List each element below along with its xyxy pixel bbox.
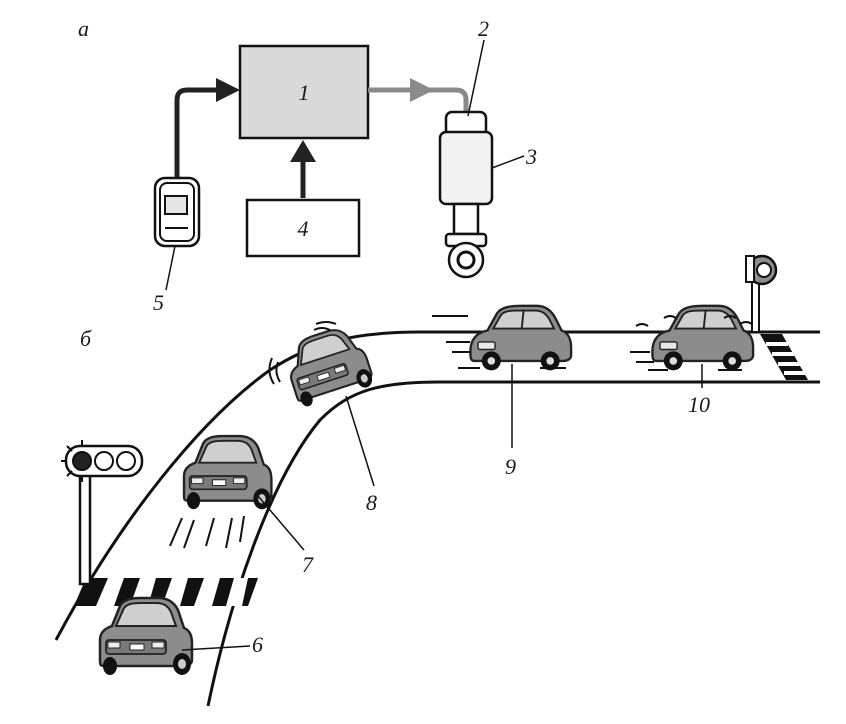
remote-callout-line xyxy=(165,245,176,291)
remote-callout: 5 xyxy=(153,290,164,315)
car-6-callout-line xyxy=(181,645,251,651)
car-icon xyxy=(469,304,573,372)
car-6-callout: 6 xyxy=(252,632,263,657)
controller-to-damper-line xyxy=(368,87,469,112)
cable-callout: 2 xyxy=(478,16,489,41)
panel-b-label: б xyxy=(80,326,92,351)
sensor-block xyxy=(245,198,361,258)
car-icon xyxy=(98,596,194,677)
damper-callout-line xyxy=(491,155,525,169)
panel-a: а 1 4 5 xyxy=(78,16,537,315)
car-8-callout: 8 xyxy=(366,490,377,515)
car-10-callout: 10 xyxy=(688,392,710,417)
car-9-callout: 9 xyxy=(505,454,516,479)
damper-callout: 3 xyxy=(525,144,537,169)
road-edge-inner xyxy=(206,380,820,707)
car-7-callout-line xyxy=(257,495,305,551)
panel-b: б xyxy=(54,254,820,707)
shock-absorber-icon xyxy=(438,110,494,279)
sensor-block-label: 4 xyxy=(298,216,309,241)
car-8-callout-line xyxy=(345,395,375,487)
controller-block xyxy=(238,44,370,140)
motion-lines-car-10 xyxy=(630,315,753,371)
cable-callout-line xyxy=(467,39,485,117)
crosswalk-far xyxy=(760,334,808,380)
car-7-callout: 7 xyxy=(302,552,314,577)
motion-lines-car-8 xyxy=(268,321,337,385)
traffic-light-icon xyxy=(61,440,144,586)
sensor-to-controller-arrowhead xyxy=(290,140,316,162)
motion-lines-car-9 xyxy=(432,315,566,369)
remote-to-controller-line xyxy=(174,87,218,178)
road-sign-icon xyxy=(745,254,778,333)
road-edge-outer xyxy=(54,330,820,641)
motion-lines-car-7 xyxy=(169,515,245,549)
controller-block-label: 1 xyxy=(299,80,310,105)
panel-a-label: а xyxy=(78,16,89,41)
controller-to-damper-arrowhead xyxy=(410,78,434,102)
remote-to-controller-arrowhead xyxy=(216,78,240,102)
remote-control-icon xyxy=(153,176,201,248)
car-icon xyxy=(182,434,273,511)
